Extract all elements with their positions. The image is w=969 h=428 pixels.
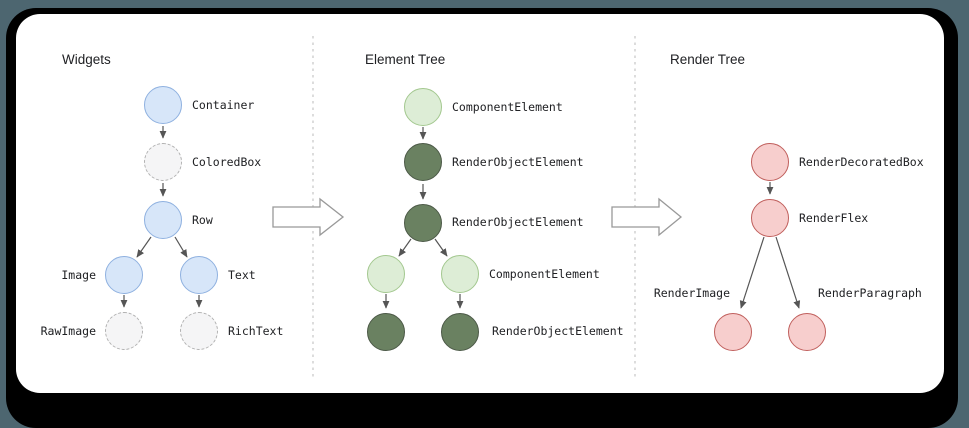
renderimage-node bbox=[714, 313, 752, 351]
text-widget-node bbox=[180, 256, 218, 294]
rawimage-widget-node bbox=[105, 312, 143, 350]
renderobjectelement-1-label: RenderObjectElement bbox=[452, 155, 584, 169]
element-tree-edges bbox=[382, 127, 464, 309]
section-title-render-tree: Render Tree bbox=[670, 52, 746, 67]
image-label: Image bbox=[61, 268, 96, 282]
diagram-stage: Widgets Element Tree Render Tree Contain… bbox=[40, 36, 924, 378]
richtext-widget-node bbox=[180, 312, 218, 350]
renderobjectelement-1-node bbox=[404, 143, 442, 181]
componentelement-left-node bbox=[367, 255, 405, 293]
container-widget-node bbox=[144, 86, 182, 124]
block-arrow-widgets-to-elements bbox=[272, 197, 345, 237]
renderflex-node bbox=[751, 199, 789, 237]
container-label: Container bbox=[192, 98, 255, 112]
renderobjectelement-leaf-label: RenderObjectElement bbox=[492, 324, 624, 338]
image-widget-node bbox=[105, 256, 143, 294]
componentelement-top-node bbox=[404, 88, 442, 126]
render-tree-edges bbox=[739, 182, 801, 309]
componentelement-right-node bbox=[441, 255, 479, 293]
renderimage-label: RenderImage bbox=[653, 286, 730, 300]
rawimage-label: RawImage bbox=[40, 324, 96, 338]
componentelement-top-label: ComponentElement bbox=[452, 100, 563, 114]
row-widget-node bbox=[144, 201, 182, 239]
richtext-label: RichText bbox=[228, 324, 284, 338]
coloredbox-label: ColoredBox bbox=[192, 155, 262, 169]
edges-and-dividers-layer bbox=[120, 36, 801, 378]
text-label: Text bbox=[228, 268, 256, 282]
componentelement-pair-label: ComponentElement bbox=[489, 267, 600, 281]
section-title-widgets: Widgets bbox=[62, 52, 111, 67]
renderobjectelement-leaf-left-node bbox=[367, 313, 405, 351]
section-title-element-tree: Element Tree bbox=[365, 52, 446, 67]
widgets-tree-edges bbox=[120, 126, 203, 308]
row-label: Row bbox=[192, 213, 213, 227]
renderflex-label: RenderFlex bbox=[799, 211, 869, 225]
block-arrow-elements-to-render bbox=[611, 197, 683, 237]
coloredbox-widget-node bbox=[144, 143, 182, 181]
renderparagraph-node bbox=[788, 313, 826, 351]
renderdecoratedbox-label: RenderDecoratedBox bbox=[799, 155, 924, 169]
renderobjectelement-2-node bbox=[404, 204, 442, 242]
renderdecoratedbox-node bbox=[751, 143, 789, 181]
renderobjectelement-2-label: RenderObjectElement bbox=[452, 215, 584, 229]
renderparagraph-label: RenderParagraph bbox=[818, 286, 922, 300]
renderobjectelement-leaf-right-node bbox=[441, 313, 479, 351]
